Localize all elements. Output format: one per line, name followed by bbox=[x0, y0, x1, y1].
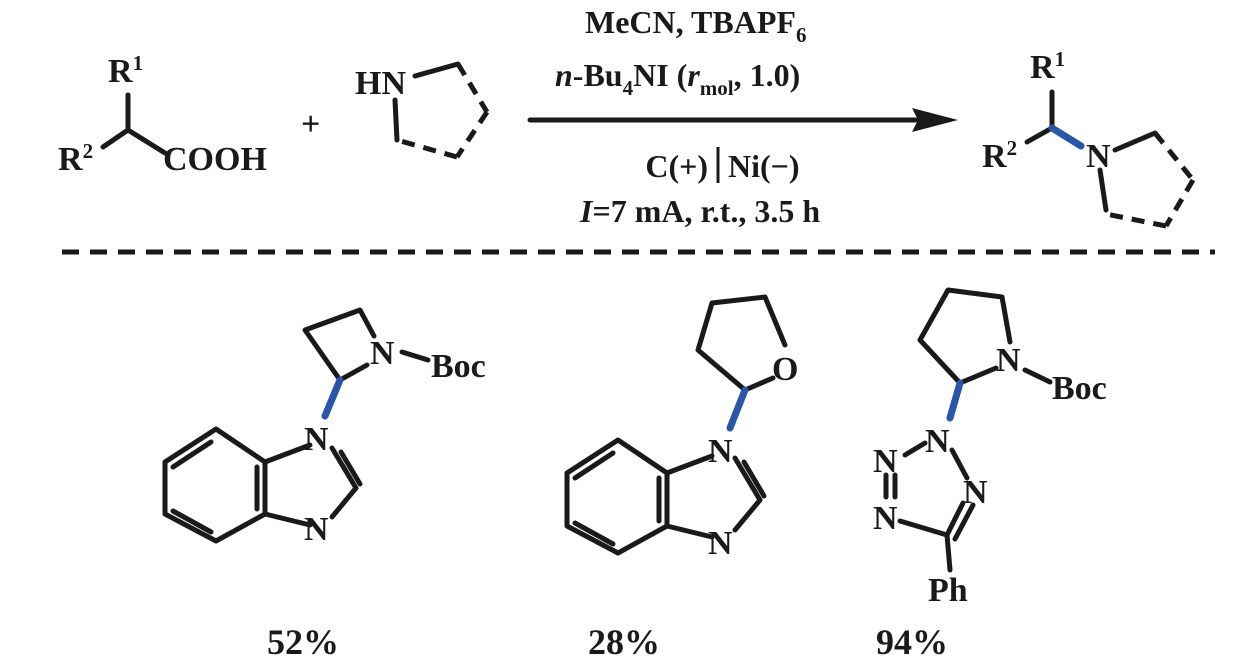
example-3-structure: N Boc N N N N Ph bbox=[873, 287, 1107, 609]
cooh-label: COOH bbox=[163, 141, 267, 178]
example-2-yield: 28% bbox=[588, 622, 660, 662]
example-3-ph-label: Ph bbox=[928, 572, 968, 609]
reactant-pyrrolidine: HN bbox=[355, 61, 490, 160]
example-2-n-top-label: N bbox=[708, 433, 733, 470]
condition-current: I=7 mA, r.t., 3.5 h bbox=[579, 193, 820, 229]
reactant-carboxylic-acid: R1 R2 COOH bbox=[58, 51, 267, 178]
condition-solvent: MeCN, TBAPF6 bbox=[585, 4, 806, 47]
product-r2-label: R2 bbox=[982, 136, 1017, 175]
hn-label: HN bbox=[355, 65, 406, 102]
example-1-n-top-label: N bbox=[304, 421, 329, 458]
product-n-label: N bbox=[1086, 138, 1111, 175]
condition-cathode: Ni(−) bbox=[728, 148, 800, 184]
condition-anode: C(+) bbox=[645, 148, 708, 184]
example-1-yield: 52% bbox=[267, 622, 339, 662]
example-3-n4-label: N bbox=[873, 500, 898, 537]
example-2-o-label: O bbox=[772, 351, 798, 388]
example-3-n1-label: N bbox=[925, 423, 950, 460]
example-2-structure: O N N bbox=[564, 294, 798, 562]
example-3-boc-label: Boc bbox=[1052, 370, 1107, 407]
example-1-n-bottom-label: N bbox=[304, 511, 329, 548]
plus-sign: + bbox=[301, 106, 320, 143]
r1-label: R1 bbox=[108, 51, 143, 90]
product-r1-label: R1 bbox=[1030, 47, 1065, 86]
product-structure: R1 R2 N bbox=[982, 47, 1196, 229]
example-2-n-bottom-label: N bbox=[708, 525, 733, 562]
example-1-boc-label: Boc bbox=[431, 348, 486, 385]
example-3-n3-label: N bbox=[963, 474, 988, 511]
example-1-n-ring-label: N bbox=[370, 335, 395, 372]
example-3-n2-label: N bbox=[873, 443, 898, 480]
example-3-yield: 94% bbox=[876, 622, 948, 662]
example-3-n-ring-label: N bbox=[996, 342, 1021, 379]
condition-additive: n-Bu4NI (rmol, 1.0) bbox=[555, 57, 800, 100]
r2-label: R2 bbox=[58, 139, 93, 178]
example-1-structure: N Boc N N bbox=[162, 307, 486, 548]
reaction-arrow bbox=[527, 108, 958, 132]
